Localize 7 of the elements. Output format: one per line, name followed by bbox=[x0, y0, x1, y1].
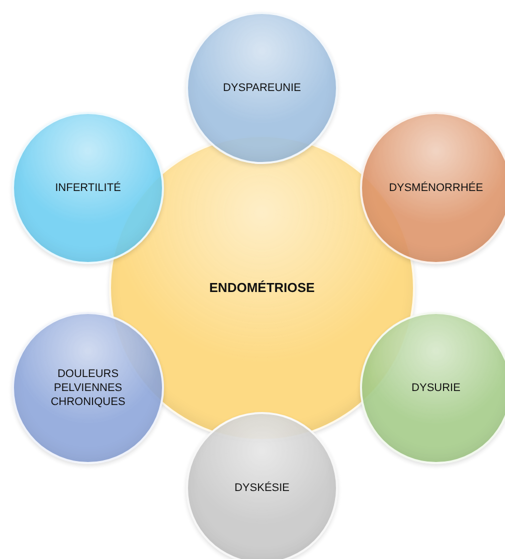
node-label: DOULEURS PELVIENNES CHRONIQUES bbox=[50, 366, 126, 410]
node-label: DYSPAREUNIE bbox=[222, 80, 302, 96]
node-label: ENDOMÉTRIOSE bbox=[209, 280, 315, 296]
node-label: DYSURIE bbox=[412, 380, 460, 396]
node-label: INFERTILITÉ bbox=[55, 180, 121, 196]
node-label: DYSKÉSIE bbox=[234, 480, 290, 496]
node-label: DYSMÉNORRHÉE bbox=[388, 180, 484, 196]
